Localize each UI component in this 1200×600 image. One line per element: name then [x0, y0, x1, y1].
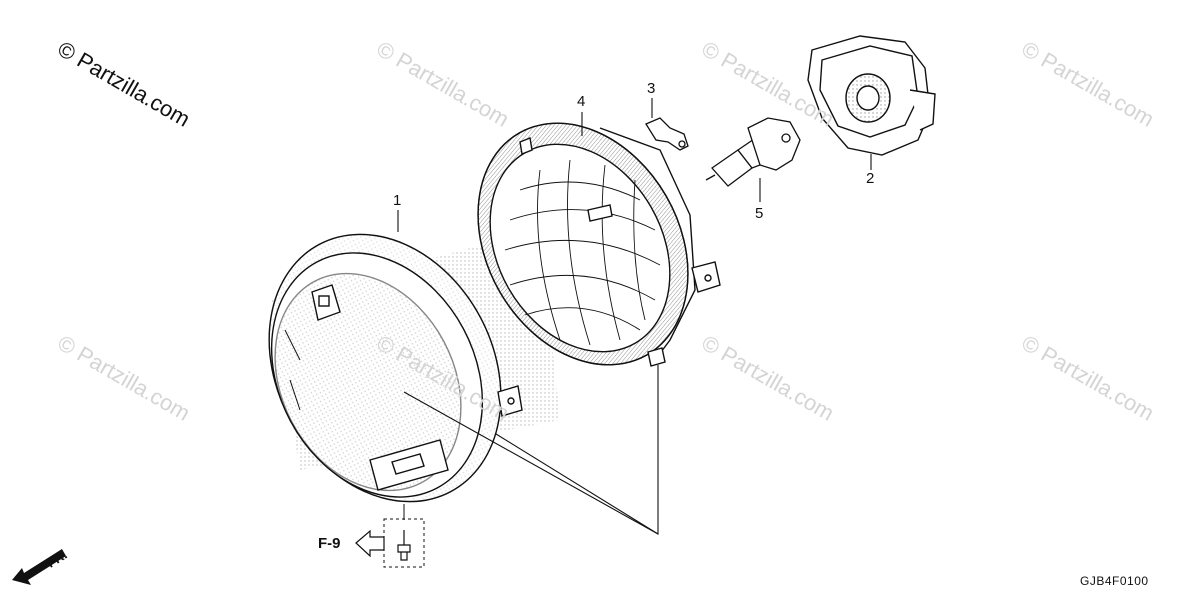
callout-2: 2: [866, 170, 875, 187]
leader-lines: [397, 98, 872, 535]
callout-5: 5: [755, 205, 764, 222]
part-3-bulb-clip: [645, 117, 689, 151]
part-1-headlight-rim: [268, 233, 523, 503]
part-2-socket-cover: [807, 35, 936, 156]
callout-3: 3: [647, 80, 656, 97]
front-arrow-icon: [12, 549, 66, 585]
part-5-bulb: [705, 117, 801, 187]
callout-1: 1: [393, 192, 402, 209]
screw-assembly: [383, 504, 425, 568]
part-4-headlight-unit: [477, 122, 721, 367]
reference-arrow-icon: [355, 529, 385, 558]
reference-label: F-9: [318, 535, 341, 552]
callout-4: 4: [577, 93, 586, 110]
diagram-code: GJB4F0100: [1080, 574, 1149, 588]
